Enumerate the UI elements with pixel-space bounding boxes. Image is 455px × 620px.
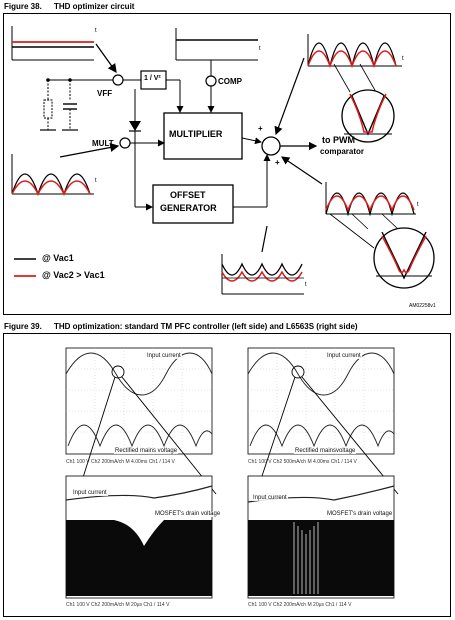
legend-vac2-label: @ Vac2 > Vac1 xyxy=(42,270,105,280)
to-pwm-label: to PWM xyxy=(322,135,355,145)
zoom-circle-bottom xyxy=(351,213,435,289)
figure-39-title: THD optimization: standard TM PFC contro… xyxy=(54,322,358,331)
right-status-bottom: Ch1 100 V Ch2 200mA/ch M 20μs Ch1 / 114 … xyxy=(248,602,352,608)
diode-icon xyxy=(129,121,141,131)
figure-38-number: Figure 38. xyxy=(4,2,42,11)
figure-38-caption: Figure 38. THD optimizer circuit xyxy=(4,2,134,11)
right-input-current-bottom: Input current xyxy=(252,495,288,501)
axis-t-1: t xyxy=(95,28,97,34)
comp-pin xyxy=(205,75,217,87)
offset-label-1: OFFSET xyxy=(170,190,206,200)
right-scope-bottom xyxy=(247,475,395,599)
figure-39-number: Figure 39. xyxy=(4,322,42,331)
right-status-top: Ch1 100 V Ch2 500mA/ch M 4.00ms Ch1 / 11… xyxy=(248,459,357,465)
vff-level-plot xyxy=(11,26,94,61)
mult-input-waveform xyxy=(11,154,94,197)
thd-optimizer-diagram xyxy=(11,26,435,295)
multiplier-label: MULTIPLIER xyxy=(169,129,223,139)
mult-label: MULT xyxy=(92,139,114,148)
left-scope-bottom xyxy=(65,475,213,599)
axis-t-5: t xyxy=(417,202,419,208)
vff-pin xyxy=(112,74,124,86)
right-input-current-top: Input current xyxy=(326,353,362,359)
axis-t-2: t xyxy=(259,46,261,52)
output-waveform-bottom xyxy=(325,182,416,217)
figure-38-frame: t t t t t t VFF MULT 1 / V² COMP MULTIPL… xyxy=(3,13,451,315)
left-rectified-label: Rectified mains voltage xyxy=(114,448,179,454)
zoom-circle-top xyxy=(333,63,395,143)
legend-vac1-label: @ Vac1 xyxy=(42,253,74,263)
mult-pin xyxy=(119,137,131,149)
vff-label: VFF xyxy=(97,89,113,98)
comparator-label: comparator xyxy=(320,147,365,156)
figure-39-caption: Figure 39. THD optimization: standard TM … xyxy=(4,322,358,331)
axis-t-3: t xyxy=(402,56,404,62)
right-drain-label: MOSFET's drain voltage xyxy=(326,511,394,517)
figure-39-frame: Input current Rectified mains voltage Ch… xyxy=(3,333,451,617)
output-waveform-top xyxy=(307,34,402,69)
figure-38-title: THD optimizer circuit xyxy=(54,2,135,11)
summing-node xyxy=(261,136,281,156)
figure-code: AM02258v1 xyxy=(409,303,436,309)
axis-t-6: t xyxy=(305,282,307,288)
offset-label-2: GENERATOR xyxy=(160,203,217,213)
multiplier-block xyxy=(163,112,243,160)
plus-sign-2: + xyxy=(275,158,280,167)
plus-sign-1: + xyxy=(258,124,263,133)
left-input-current-bottom: Input current xyxy=(72,490,108,496)
comp-label: COMP xyxy=(218,77,242,86)
left-scope-top xyxy=(65,347,213,455)
thd-scope-comparison xyxy=(65,347,399,599)
left-status-bottom: Ch1 100 V Ch2 200mA/ch M 20μs Ch1 / 114 … xyxy=(66,602,170,608)
inverse-square-label: 1 / V² xyxy=(144,75,161,82)
resistor-icon xyxy=(43,99,53,119)
right-rectified-label: Rectified mainsvoltage xyxy=(294,448,357,454)
right-scope-top xyxy=(247,347,395,455)
offset-generator-block xyxy=(152,184,234,224)
offset-waveform xyxy=(221,254,304,295)
left-status-top: Ch1 100 V Ch2 200mA/ch M 4.00ms Ch1 / 11… xyxy=(66,459,175,465)
left-drain-label: MOSFET's drain voltage xyxy=(154,511,222,517)
left-input-current-top: Input current xyxy=(146,353,182,359)
comp-level-plot xyxy=(175,28,258,61)
axis-t-4: t xyxy=(95,178,97,184)
